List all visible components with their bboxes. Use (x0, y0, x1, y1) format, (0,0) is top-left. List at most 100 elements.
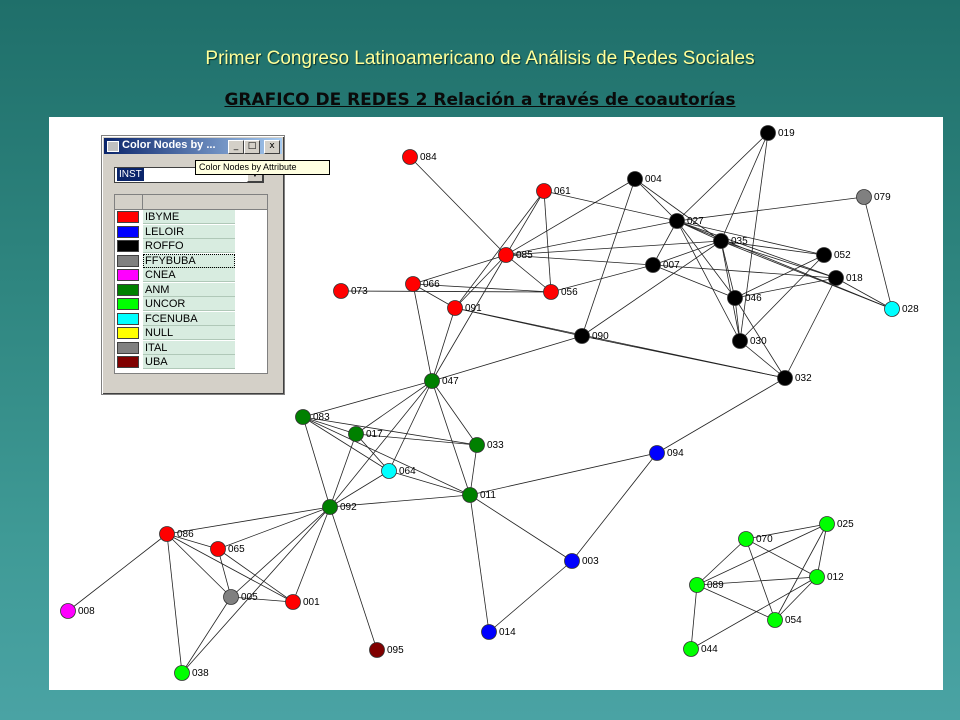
node-018[interactable] (828, 270, 844, 286)
close-button[interactable]: x (264, 140, 280, 154)
node-005[interactable] (223, 589, 239, 605)
node-094[interactable] (649, 445, 665, 461)
node-054[interactable] (767, 612, 783, 628)
node-073[interactable] (333, 283, 349, 299)
legend-row[interactable]: LELOIR (115, 224, 267, 239)
node-056[interactable] (543, 284, 559, 300)
edge-025-054 (774, 523, 828, 621)
node-012[interactable] (809, 569, 825, 585)
edge-092-086 (166, 506, 331, 535)
edge-091-047 (431, 307, 456, 382)
node-label-090: 090 (592, 331, 609, 342)
node-065[interactable] (210, 541, 226, 557)
minimize-button[interactable]: _ (228, 140, 244, 154)
legend-swatch (117, 341, 139, 354)
legend-row[interactable]: UBA (115, 355, 267, 369)
legend-row[interactable]: IBYME (115, 210, 267, 224)
node-003[interactable] (564, 553, 580, 569)
legend-row[interactable]: ITAL (115, 340, 267, 355)
legend-row[interactable]: CNEA (115, 268, 267, 282)
node-004[interactable] (627, 171, 643, 187)
node-086[interactable] (159, 526, 175, 542)
node-011[interactable] (462, 487, 478, 503)
edge-046-052 (734, 254, 825, 299)
edge-094-032 (656, 377, 786, 454)
node-066[interactable] (405, 276, 421, 292)
node-035[interactable] (713, 233, 729, 249)
maximize-button[interactable]: □ (244, 140, 260, 154)
node-label-027: 027 (687, 216, 704, 227)
edge-092-005 (230, 506, 331, 598)
node-label-028: 028 (902, 304, 919, 315)
node-label-061: 061 (554, 186, 571, 197)
edge-083-011 (302, 416, 471, 496)
node-090[interactable] (574, 328, 590, 344)
legend-row[interactable]: ANM (115, 282, 267, 297)
node-001[interactable] (285, 594, 301, 610)
node-095[interactable] (369, 642, 385, 658)
legend-row[interactable]: ROFFO (115, 239, 267, 253)
legend-label: ROFFO (143, 239, 235, 253)
edge-011-014 (469, 494, 490, 633)
network-graph: 0190840040610790270350850070520180730660… (60, 125, 919, 681)
node-label-073: 073 (351, 286, 368, 297)
node-008[interactable] (60, 603, 76, 619)
node-label-008: 008 (78, 606, 95, 617)
edge-061-027 (543, 190, 678, 222)
node-014[interactable] (481, 624, 497, 640)
attribute-select-value: INST (117, 168, 144, 181)
edge-061-056 (543, 190, 552, 293)
node-084[interactable] (402, 149, 418, 165)
node-007[interactable] (645, 257, 661, 273)
edge-035-028 (720, 240, 893, 310)
node-047[interactable] (424, 373, 440, 389)
node-label-038: 038 (192, 668, 209, 679)
node-044[interactable] (683, 641, 699, 657)
node-label-004: 004 (645, 174, 662, 185)
node-052[interactable] (816, 247, 832, 263)
node-083[interactable] (295, 409, 311, 425)
node-085[interactable] (498, 247, 514, 263)
node-046[interactable] (727, 290, 743, 306)
node-064[interactable] (381, 463, 397, 479)
edge-079-028 (863, 196, 893, 310)
node-091[interactable] (447, 300, 463, 316)
slide-title: Primer Congreso Latinoamericano de Análi… (205, 48, 755, 69)
node-079[interactable] (856, 189, 872, 205)
node-025[interactable] (819, 516, 835, 532)
window-titlebar[interactable]: Color Nodes by ... _ □ x (104, 138, 282, 154)
node-070[interactable] (738, 531, 754, 547)
node-017[interactable] (348, 426, 364, 442)
legend-label: ITAL (143, 340, 235, 355)
node-019[interactable] (760, 125, 776, 141)
node-033[interactable] (469, 437, 485, 453)
legend-label: LELOIR (143, 224, 235, 239)
edge-092-038 (181, 506, 331, 674)
legend-row[interactable]: FCENUBA (115, 311, 267, 326)
legend-swatch (117, 269, 139, 281)
node-030[interactable] (732, 333, 748, 349)
edge-094-011 (469, 452, 658, 496)
legend-row[interactable]: NULL (115, 326, 267, 340)
edge-007-046 (652, 264, 736, 299)
legend-row[interactable]: FFYBUBA (115, 253, 267, 268)
edge-030-032 (739, 340, 786, 379)
node-061[interactable] (536, 183, 552, 199)
color-nodes-window[interactable]: Color Nodes by ... _ □ x Color Nodes by … (101, 135, 330, 395)
node-027[interactable] (669, 213, 685, 229)
node-032[interactable] (777, 370, 793, 386)
node-092[interactable] (322, 499, 338, 515)
legend-label: NULL (143, 326, 235, 340)
edge-005-001 (230, 596, 294, 603)
node-label-030: 030 (750, 336, 767, 347)
legend-row[interactable]: UNCOR (115, 297, 267, 311)
node-label-085: 085 (516, 250, 533, 261)
node-089[interactable] (689, 577, 705, 593)
edge-017-064 (355, 433, 390, 472)
edge-092-001 (292, 506, 331, 603)
edge-089-044 (690, 584, 698, 650)
node-038[interactable] (174, 665, 190, 681)
edge-027-046 (676, 220, 736, 299)
node-028[interactable] (884, 301, 900, 317)
